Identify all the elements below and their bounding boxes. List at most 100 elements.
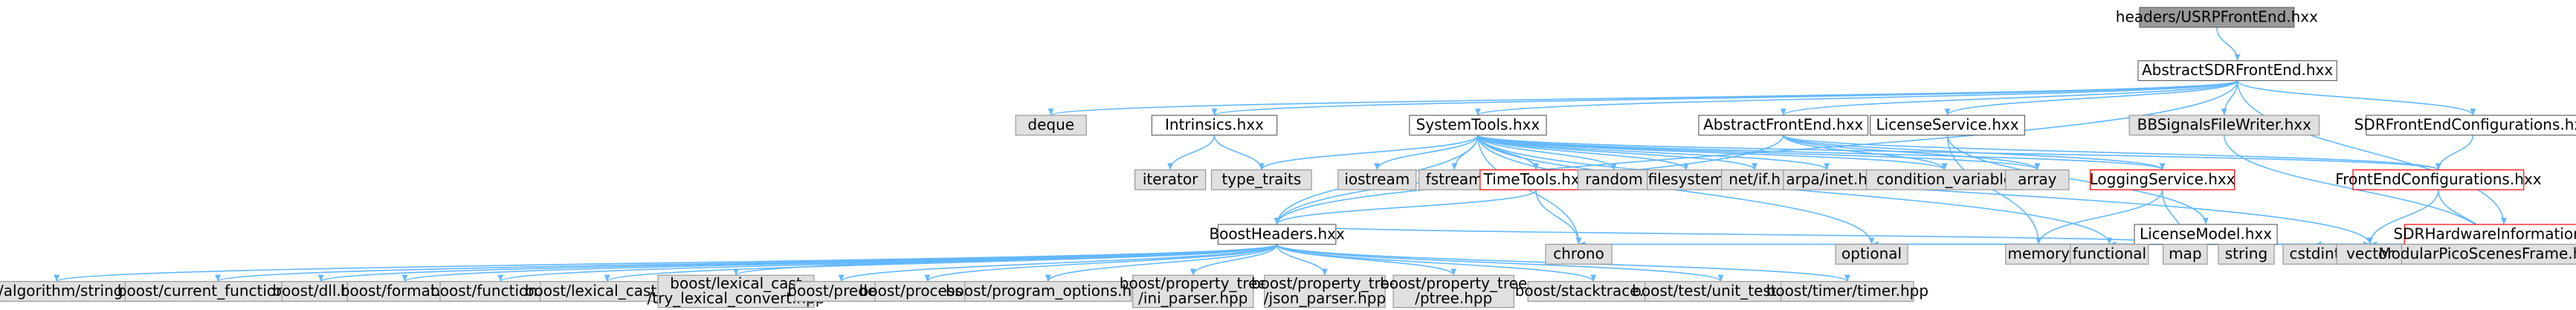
- node-label-b11-1: /ini_parser.hpp: [1138, 289, 1247, 307]
- node-label-afe: AbstractFrontEnd.hxx: [1703, 115, 1863, 133]
- node-afe[interactable]: AbstractFrontEnd.hxx: [1698, 114, 1869, 136]
- node-lmod[interactable]: LicenseModel.hxx: [2134, 224, 2278, 245]
- node-lsvc[interactable]: LicenseService.hxx: [1869, 114, 2026, 136]
- edge-root-asdr: [2216, 27, 2241, 61]
- node-time[interactable]: TimeTools.hxx: [1479, 169, 1592, 190]
- node-label-b15: boost/test/unit_test.hpp: [1632, 282, 1810, 300]
- node-box-afe: [1698, 114, 1869, 136]
- node-box-b10: [964, 281, 1132, 302]
- node-box-cstd: [2282, 243, 2347, 265]
- node-label-opt: optional: [1841, 245, 1902, 262]
- edge-asdr-intr: [1212, 80, 2238, 116]
- node-box-bh: [1217, 224, 1337, 245]
- node-log[interactable]: LoggingService.hxx: [2090, 169, 2236, 190]
- edge-afe-log: [1782, 135, 2166, 171]
- node-box-func: [2070, 243, 2149, 265]
- node-label-b16: boost/timer/timer.hpp: [1766, 282, 1928, 300]
- node-box-ios: [1337, 169, 1417, 190]
- node-b12: boost/property_tree/json_parser.hpp: [1251, 274, 1398, 309]
- node-box-time: [1479, 169, 1592, 190]
- node-b15: boost/test/unit_test.hpp: [1632, 281, 1810, 302]
- node-box-fst: [1418, 169, 1491, 190]
- edge-sys-tt: [1258, 135, 1479, 170]
- node-label-mpf: ModularPicoScenesFrame.hxx: [2378, 245, 2576, 262]
- edge-asdr-deque: [1048, 80, 2238, 116]
- edge-afe-arr: [1782, 135, 2041, 170]
- node-intr[interactable]: Intrinsics.hxx: [1151, 114, 1278, 136]
- node-box-b13: [1392, 274, 1515, 309]
- node-label-b10: boost/program_options.hpp: [946, 282, 1151, 300]
- edge-bh-b6: [604, 243, 1278, 282]
- node-layer: headers/USRPFrontEnd.hxxAbstractSDRFront…: [0, 7, 2576, 309]
- edge-lsvc-lmod: [1946, 135, 2209, 225]
- node-netif: net/if.h: [1721, 169, 1789, 190]
- edge-asdr-sys: [1475, 80, 2238, 116]
- node-label-fst: fstream: [1426, 170, 1483, 188]
- edge-sys-fec: [1477, 135, 2441, 171]
- edge-bh-b15: [1276, 243, 1724, 282]
- node-box-b2: [124, 281, 311, 302]
- node-sdrh[interactable]: SDRHardwareInformation.hxx: [2393, 224, 2576, 245]
- node-b7: boost/lexical_cast/try_lexical_convert.h…: [648, 274, 824, 309]
- node-box-mpf: [2401, 243, 2576, 265]
- node-deque: deque: [1015, 114, 1087, 136]
- node-label-arpa: arpa/inet.h: [1786, 170, 1868, 188]
- edge-time-bh: [1274, 189, 1537, 225]
- node-label-sdrc: SDRFrontEndConfigurations.hxx: [2354, 115, 2576, 133]
- node-label-func: functional: [2073, 245, 2147, 262]
- edge-bh-b9: [924, 243, 1278, 282]
- node-label-log: LoggingService.hxx: [2090, 170, 2236, 188]
- node-box-arr: [2005, 169, 2070, 190]
- edge-sys-cv: [1477, 135, 1948, 171]
- node-box-b16: [1781, 281, 1914, 302]
- node-sdrc[interactable]: SDRFrontEndConfigurations.hxx: [2354, 114, 2576, 136]
- edge-bh-b11: [1189, 244, 1278, 276]
- edge-asdr-sdrh: [2236, 80, 2507, 225]
- node-iter: iterator: [1134, 169, 1207, 190]
- node-tt: type_traits: [1210, 169, 1312, 190]
- node-label-lmod: LicenseModel.hxx: [2140, 225, 2272, 242]
- node-label-ios: iostream: [1344, 170, 1410, 188]
- node-box-sdrh: [2404, 224, 2576, 245]
- node-b16: boost/timer/timer.hpp: [1766, 281, 1928, 302]
- edge-sdrc-fec: [2435, 135, 2474, 170]
- node-box-sdrc: [2366, 114, 2576, 136]
- node-label-chr: chrono: [1553, 245, 1604, 262]
- node-b11: boost/property_tree/ini_parser.hpp: [1120, 274, 1267, 309]
- node-box-asdr: [2137, 60, 2337, 82]
- edge-bh-b10: [1045, 244, 1278, 282]
- edge-asdr-sdrc: [2236, 80, 2476, 116]
- node-box-b9: [874, 281, 981, 302]
- edge-bh-b8: [838, 243, 1278, 282]
- node-box-sys: [1409, 114, 1547, 136]
- node-str: string: [2218, 243, 2275, 265]
- node-label-asdr: AbstractSDRFrontEnd.hxx: [2142, 61, 2333, 79]
- node-bh[interactable]: BoostHeaders.hxx: [1209, 224, 1345, 245]
- node-label-tt: type_traits: [1221, 170, 1301, 188]
- edge-lmod-bh: [1274, 224, 2207, 245]
- node-label-vec: vector: [2346, 245, 2394, 262]
- edge-sys-netif: [1477, 135, 1758, 171]
- node-label-b12-1: /json_parser.hpp: [1264, 289, 1386, 307]
- node-sys[interactable]: SystemTools.hxx: [1409, 114, 1547, 136]
- node-label-map: map: [2169, 245, 2201, 262]
- node-root[interactable]: headers/USRPFrontEnd.hxx: [2116, 7, 2318, 28]
- node-box-b8: [794, 281, 888, 302]
- node-asdr[interactable]: AbstractSDRFrontEnd.hxx: [2137, 60, 2337, 82]
- node-box-b14: [1527, 281, 1660, 302]
- edge-intr-iter: [1167, 135, 1216, 170]
- node-arr: array: [2005, 169, 2070, 190]
- edge-asdr-afe: [1781, 80, 2238, 116]
- node-fs: filesystem: [1647, 169, 1726, 190]
- node-label-lsvc: LicenseService.hxx: [1876, 115, 2019, 133]
- node-b13: boost/property_tree/ptree.hpp: [1380, 274, 1527, 309]
- edge-sys-rnd: [1477, 135, 1617, 170]
- node-box-netif: [1721, 169, 1789, 190]
- node-box-rnd: [1577, 169, 1651, 190]
- node-rnd: random: [1577, 169, 1651, 190]
- node-fec[interactable]: FrontEndConfigurations.hxx: [2335, 169, 2542, 190]
- node-chr: chrono: [1545, 243, 1613, 265]
- node-cv: condition_variable: [1866, 169, 2024, 190]
- node-box-str: [2218, 243, 2275, 265]
- node-box-b11: [1132, 274, 1254, 309]
